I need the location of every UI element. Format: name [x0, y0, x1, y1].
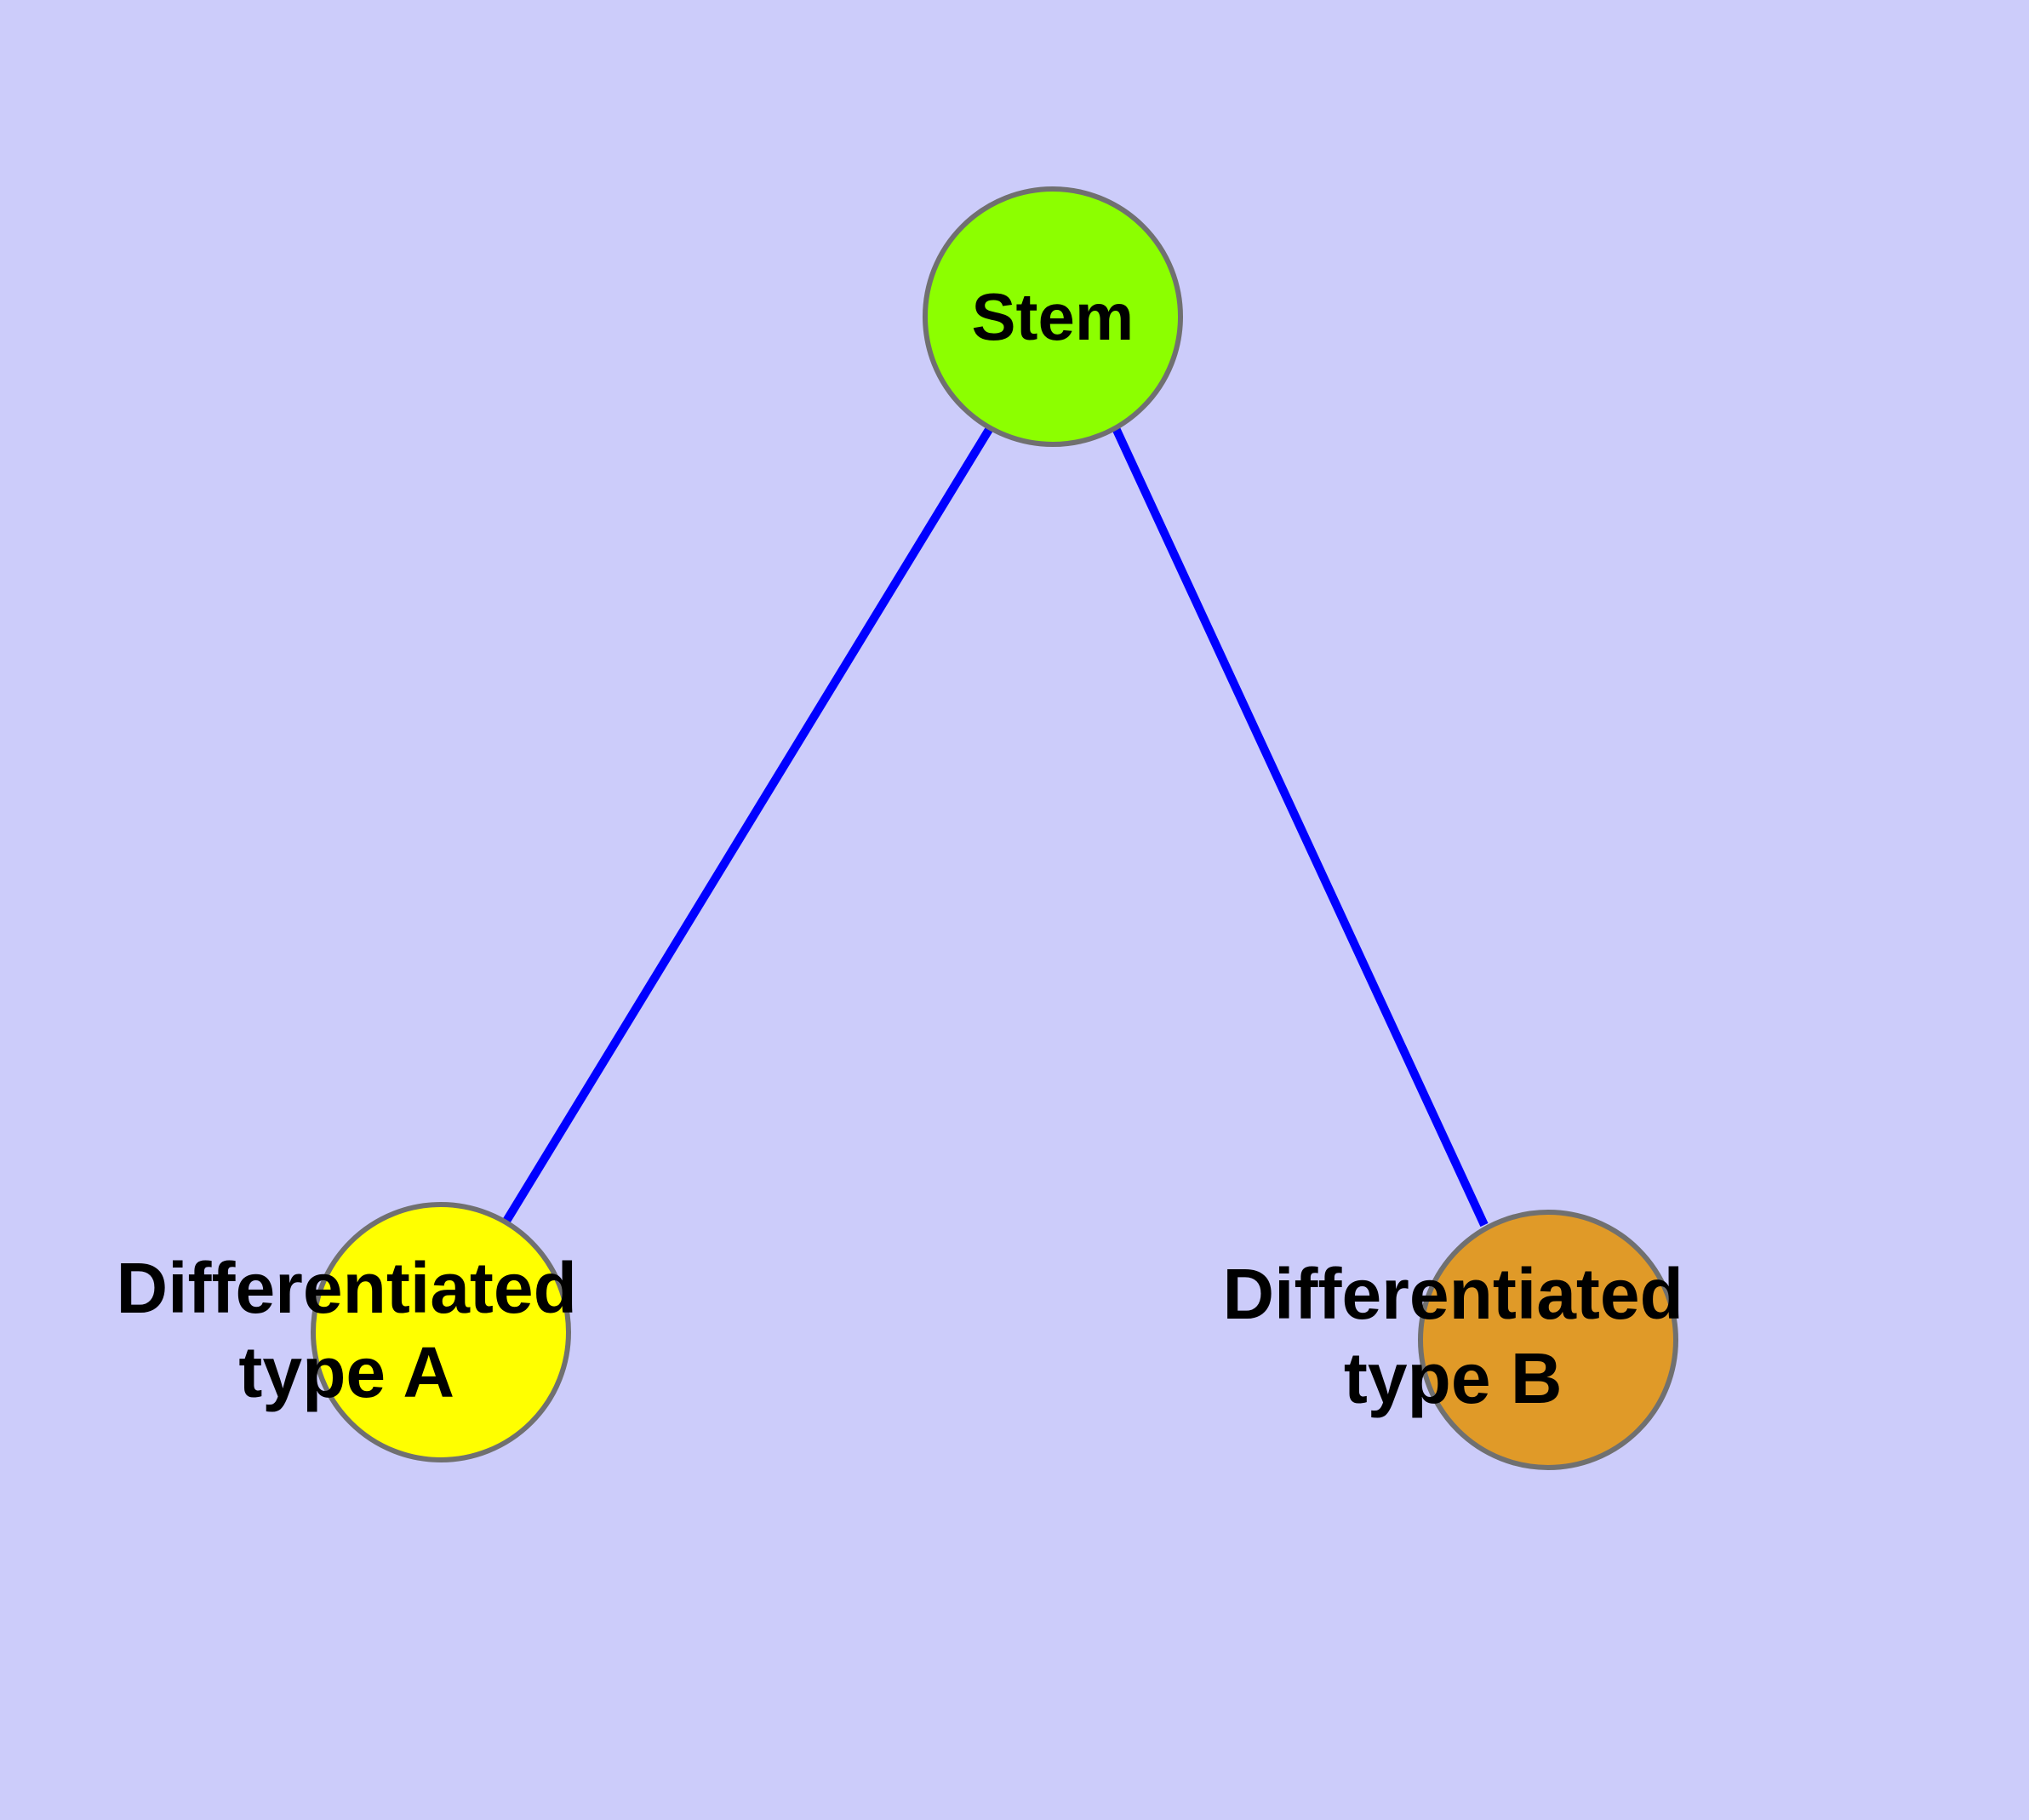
nodes-layer: [311, 186, 1678, 1470]
graph-edge-stem-to-b: [1112, 426, 1489, 1228]
graph-node-diff-b[interactable]: [1418, 1210, 1678, 1470]
graph-node-diff-a[interactable]: [311, 1202, 571, 1462]
graph-edge-stem-to-a: [501, 426, 994, 1225]
graph-node-stem[interactable]: [923, 186, 1183, 447]
edges-layer: [501, 426, 1489, 1228]
